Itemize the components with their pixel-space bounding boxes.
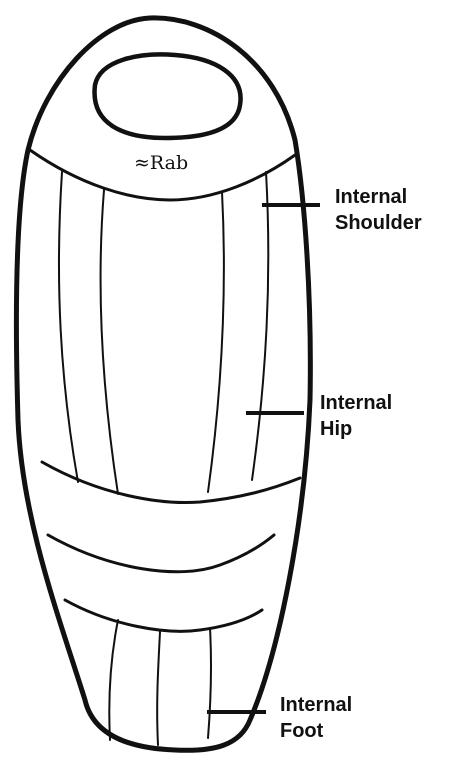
foot-line-1 [108, 619, 119, 741]
band-seam-1 [40, 460, 302, 504]
label-shoulder-line2: Shoulder [335, 212, 422, 234]
brand-logo-glyph: ≈ [134, 152, 150, 174]
bag-outline [13, 15, 313, 753]
baffle-line-2 [99, 189, 119, 495]
baffle-line-1 [57, 171, 79, 483]
brand-name: Rab [149, 152, 189, 174]
hood-opening [92, 52, 243, 141]
baffle-line-4 [251, 171, 270, 481]
baffle-line-3 [207, 191, 225, 493]
label-internal-shoulder: Internal Shoulder [335, 184, 422, 236]
band-seam-2 [46, 533, 276, 574]
hood-seam [28, 148, 297, 202]
foot-line-2 [156, 631, 161, 746]
label-internal-hip: Internal Hip [320, 390, 392, 442]
foot-line-3 [207, 627, 213, 739]
label-foot-line2: Foot [280, 720, 324, 742]
label-internal-foot: Internal Foot [280, 692, 352, 744]
band-seam-3 [63, 598, 264, 633]
label-shoulder-line1: Internal [335, 186, 408, 208]
label-foot-line1: Internal [280, 694, 353, 716]
label-hip-line1: Internal [320, 392, 393, 414]
label-hip-line2: Hip [320, 418, 353, 440]
brand-logo: ≈Rab [134, 152, 188, 174]
